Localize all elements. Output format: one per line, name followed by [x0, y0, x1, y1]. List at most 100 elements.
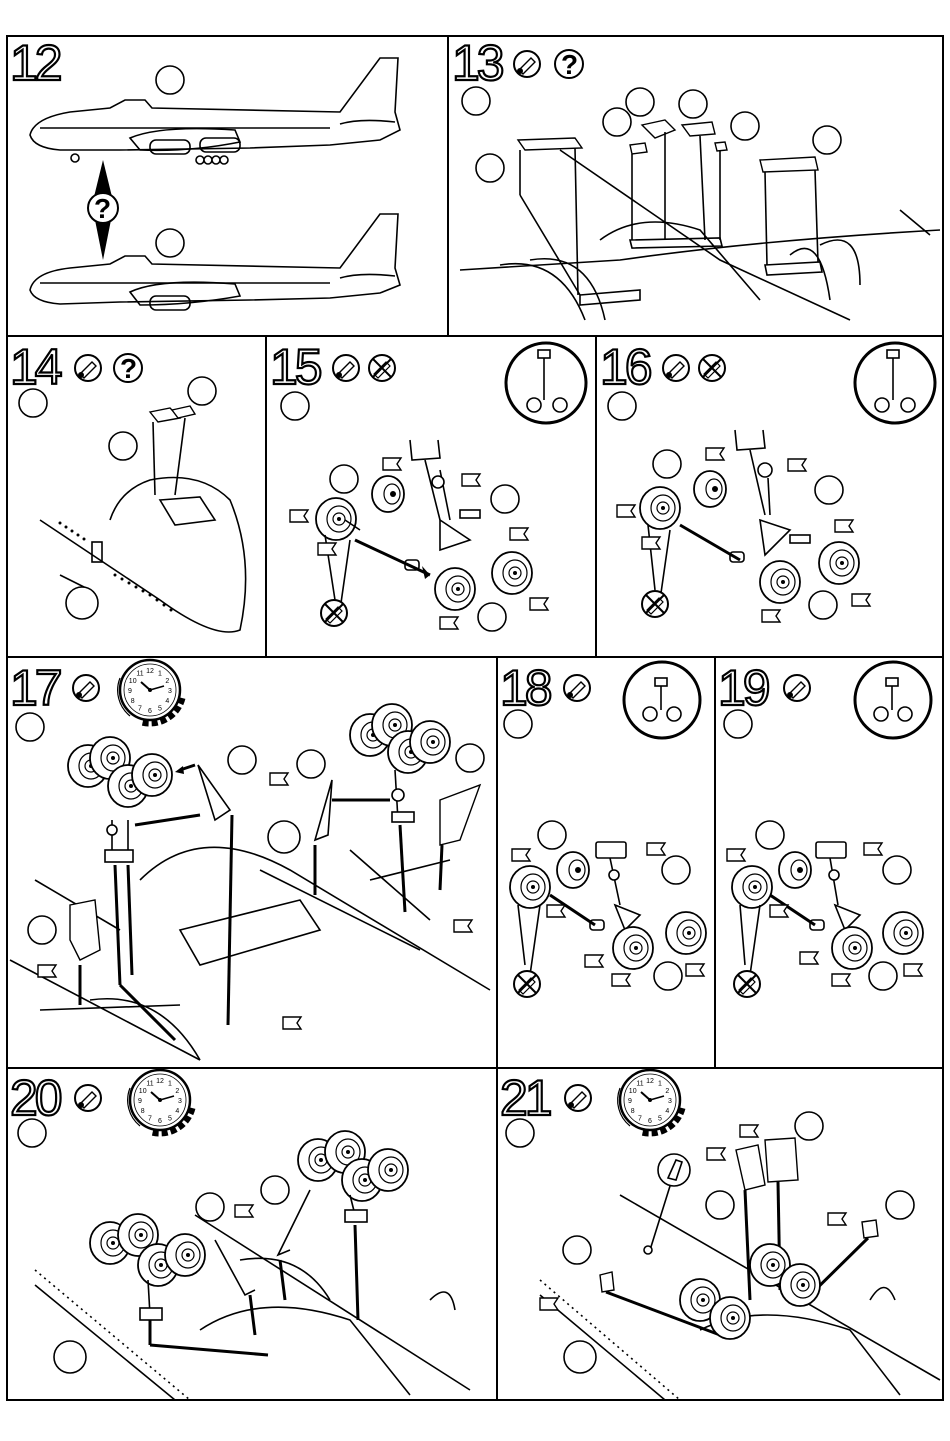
clock-numeral: 12	[156, 1078, 164, 1085]
wheel-part	[132, 754, 172, 796]
gear-preview-icon	[506, 343, 586, 423]
decal-flag	[788, 459, 806, 471]
part-number-circle	[156, 66, 184, 94]
part-number-circle	[504, 710, 532, 738]
part-number-circle	[478, 603, 506, 631]
decal-flag	[617, 505, 635, 517]
decal-flag	[864, 843, 882, 855]
gear-preview-icon	[855, 343, 935, 423]
part-number-circle	[883, 856, 911, 884]
clock-numeral: 3	[178, 1098, 182, 1105]
part-number-circle	[653, 450, 681, 478]
decal-flag	[686, 964, 704, 976]
part-number-circle	[756, 821, 784, 849]
part-number-circle	[564, 1341, 596, 1373]
clock-numeral: 9	[628, 1098, 632, 1105]
wheel-part	[492, 552, 532, 594]
clock-numeral: 2	[165, 678, 169, 685]
decal-flag	[530, 598, 548, 610]
clock-numeral: 9	[138, 1098, 142, 1105]
aircraft-gear-up	[30, 214, 400, 310]
clock-numeral: 10	[139, 1088, 147, 1095]
wheel-part	[613, 927, 653, 969]
step-13-panel: 13 ?	[452, 35, 940, 320]
clock-numeral: 7	[148, 1115, 152, 1122]
step-number-14: 14	[10, 339, 62, 395]
decal-flag	[800, 952, 818, 964]
main-gear-wheels	[71, 154, 228, 164]
clock-numeral: 9	[128, 688, 132, 695]
clock-numeral: 5	[158, 705, 162, 712]
decal-flag	[462, 474, 480, 486]
no-glue-icon	[734, 971, 760, 997]
part-number-circle	[603, 108, 631, 136]
wheel-part	[819, 542, 859, 584]
part-number-circle	[28, 916, 56, 944]
part-number-circle	[886, 1191, 914, 1219]
decal-flag	[770, 905, 788, 917]
step-19-panel: 19	[718, 660, 931, 997]
part-number-circle	[462, 87, 490, 115]
step-21-panel: 21 121234567891011	[500, 1070, 940, 1400]
step-number-20: 20	[10, 1070, 61, 1126]
part-number-circle	[815, 476, 843, 504]
decal-flag	[642, 537, 660, 549]
decal-flag	[540, 1298, 558, 1310]
step-number-12: 12	[10, 35, 61, 91]
wheel-part	[640, 487, 680, 529]
part-number-circle	[54, 1341, 86, 1373]
no-glue-icon	[642, 591, 668, 617]
wheel-part	[316, 498, 356, 540]
decal-flag	[835, 520, 853, 532]
decal-flag	[270, 773, 288, 785]
decal-flag	[612, 974, 630, 986]
clock-numeral: 3	[668, 1098, 672, 1105]
gear-door-part	[765, 1138, 798, 1182]
placement-lines	[520, 132, 818, 295]
decal-flag	[647, 843, 665, 855]
clock-numeral: 11	[636, 1081, 643, 1088]
gear-leg-assembly	[735, 430, 810, 555]
wheel-part	[779, 852, 811, 888]
step-number-21: 21	[500, 1070, 551, 1126]
question-icon: ?	[555, 49, 583, 80]
gear-door-part	[70, 900, 100, 960]
decal-flag	[454, 920, 472, 932]
decal-flag	[832, 974, 850, 986]
glue-tube-icon	[75, 1085, 101, 1111]
decal-flag	[585, 955, 603, 967]
clock-numeral: 4	[175, 1108, 179, 1115]
part-number-circle	[813, 126, 841, 154]
part-number-circle	[491, 485, 519, 513]
step-number-18: 18	[500, 660, 551, 716]
clock-numeral: 8	[631, 1108, 635, 1115]
aircraft-gear-down	[30, 58, 400, 164]
part-number-circle	[268, 821, 300, 853]
wing-underside	[540, 1195, 940, 1400]
part-number-circle	[330, 465, 358, 493]
question-mark-icon: ?	[94, 193, 111, 224]
clock-numeral: 3	[168, 688, 172, 695]
decal-flag	[706, 448, 724, 460]
svg-text:?: ?	[561, 49, 578, 80]
part-number-circle	[109, 432, 137, 460]
clock-numeral: 7	[138, 705, 142, 712]
decal-flag	[510, 528, 528, 540]
part-number-circle	[66, 587, 98, 619]
clock-numeral: 12	[646, 1078, 654, 1085]
part-number-circle	[679, 90, 707, 118]
clock-numeral: 8	[141, 1108, 145, 1115]
step-16-panel: 16	[600, 339, 935, 622]
wheel-part	[410, 721, 450, 763]
part-number-circle	[16, 713, 44, 741]
clock-numeral: 2	[665, 1088, 669, 1095]
part-number-circle	[809, 591, 837, 619]
clock-numeral: 4	[165, 698, 169, 705]
no-glue-icon	[699, 355, 725, 381]
part-number-circle	[476, 154, 504, 182]
step-17-panel: 17 121234567891011	[10, 660, 490, 1060]
step-number-13: 13	[452, 35, 503, 91]
part-number-circle	[297, 750, 325, 778]
part-number-circle	[261, 1176, 289, 1204]
part-number-circle	[18, 1119, 46, 1147]
